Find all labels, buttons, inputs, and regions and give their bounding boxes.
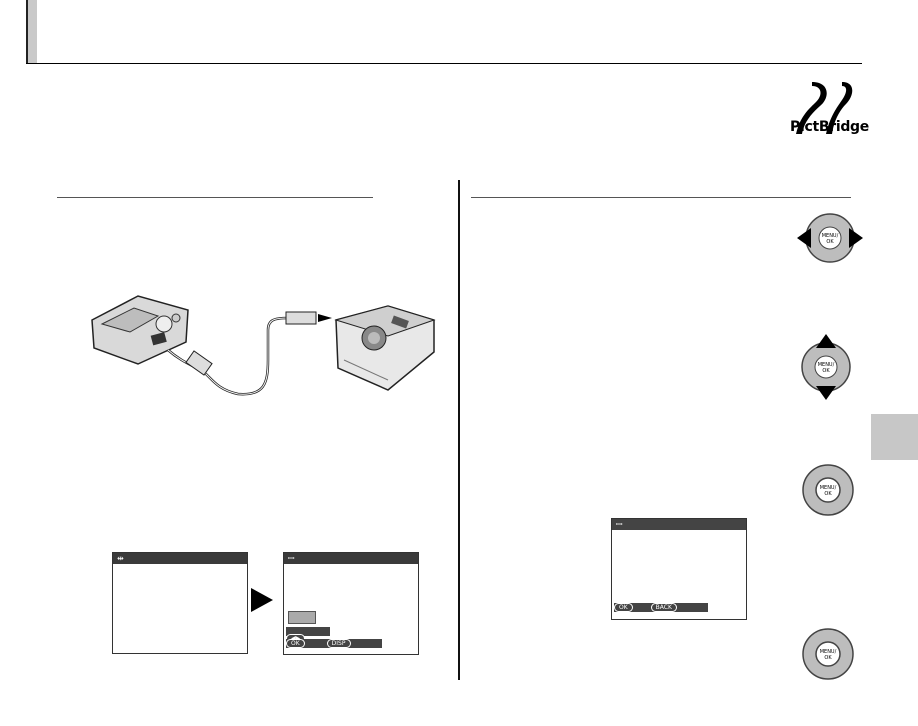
camera-screen-pictbridge: ꟷ ◀▶ OK DISP: [283, 552, 419, 655]
ok-key: OK: [614, 603, 633, 612]
dpad-center-label: OK: [824, 655, 832, 661]
disp-key: DISP: [326, 639, 351, 648]
dpad-center-label: OK: [826, 239, 834, 245]
dpad-up-down: MENU/ OK: [801, 334, 851, 400]
dpad-center-label: OK: [824, 491, 832, 497]
section-tab: [871, 414, 918, 460]
screen-title-bar: ꟷ: [284, 553, 418, 564]
pictbridge-icon: ꟷ: [288, 554, 295, 563]
hint-strip: OK DISP: [286, 639, 382, 648]
arrow-up-icon: [816, 334, 836, 348]
dpad-center-label: MENU/: [822, 233, 839, 239]
right-section-rule: [471, 197, 851, 198]
dpad-menu-ok: MENU/ OK: [802, 628, 854, 680]
camera-screen-print-confirm: ꟷ OK BACK: [611, 518, 747, 620]
pictbridge-logo: [796, 82, 853, 134]
dpad-center-label: MENU/: [820, 485, 837, 491]
hint-strip: ◀▶: [286, 627, 330, 643]
column-divider: [458, 180, 460, 680]
arrow-right-icon: [251, 588, 273, 612]
pictbridge-logo-text: PictBridge: [790, 119, 869, 135]
printer-icon: [334, 305, 436, 391]
arrow-left-icon: [797, 228, 811, 248]
ok-key: OK: [286, 639, 305, 648]
header-rule: [26, 63, 862, 64]
left-section-rule: [57, 197, 373, 198]
camera-icon: [91, 295, 189, 365]
usb-icon: ⇹: [117, 554, 124, 563]
dpad-menu-ok: MENU/ OK: [802, 464, 854, 516]
selection-box: [288, 611, 316, 624]
back-key: BACK: [650, 603, 677, 612]
screen-title-bar: ⇹: [113, 553, 247, 564]
header-accent-bar: [26, 0, 37, 64]
dpad-center-label: OK: [822, 368, 830, 374]
camera-printer-illustration: [91, 295, 436, 396]
dpad-center-label: MENU/: [820, 649, 837, 655]
dpad-center-label: MENU/: [818, 362, 835, 368]
camera-screen-usb: ⇹: [112, 552, 248, 654]
screen-title-bar: ꟷ: [612, 519, 746, 530]
dpad-left-right: MENU/ OK: [797, 213, 863, 263]
arrow-right-icon: [849, 228, 863, 248]
pictbridge-icon: ꟷ: [616, 520, 623, 529]
arrow-down-icon: [816, 386, 836, 400]
hint-strip: OK BACK: [614, 603, 708, 612]
